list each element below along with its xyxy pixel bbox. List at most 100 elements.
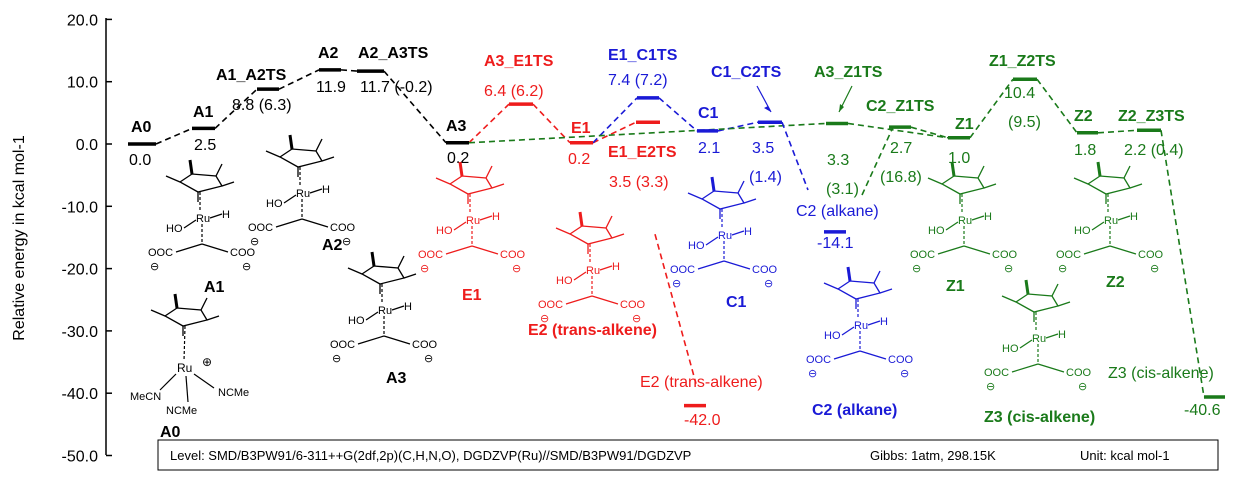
value-C1_C2TS-1: 3.5 xyxy=(752,140,774,157)
label-Z1: Z1 xyxy=(955,116,974,133)
bond xyxy=(1117,215,1131,221)
cp-ring-C2 xyxy=(823,266,893,309)
value-A1_A2TS: 8.8 (6.3) xyxy=(232,97,292,114)
bond xyxy=(453,221,467,231)
cp-ring-E2 xyxy=(555,211,625,254)
atom-label: ⊖ xyxy=(986,381,995,393)
path-C2-C2_Z1TS xyxy=(861,126,894,196)
bond xyxy=(201,243,229,253)
molecule-label-A2: A2 xyxy=(322,237,343,254)
atom-label: OOC xyxy=(670,264,695,276)
label-Z2_Z3TS: Z2_Z3TS xyxy=(1118,108,1185,125)
value-A2: 11.9 xyxy=(316,79,346,96)
cp-ring-A2 xyxy=(265,134,335,177)
footer-box xyxy=(157,439,1219,471)
value-Z2: 1.8 xyxy=(1074,142,1096,159)
label-E1: E1 xyxy=(571,120,591,137)
atom-label: H xyxy=(492,211,500,223)
atom-label: ⊖ xyxy=(540,313,549,325)
value-C2_Z1TS-2: (16.8) xyxy=(880,169,922,186)
atom-label: ⊖ xyxy=(332,353,341,365)
bond xyxy=(833,350,861,360)
label-A2: A2 xyxy=(318,45,339,62)
atom-label: ⊖ xyxy=(242,261,251,273)
label-A1_A2TS: A1_A2TS xyxy=(216,67,287,84)
atom-label: ⊖ xyxy=(900,368,909,380)
atom-label: ⊖ xyxy=(150,261,159,273)
atom-label: ⊖ xyxy=(512,263,521,275)
path-A2_A3TS-A3 xyxy=(383,70,447,144)
bond xyxy=(1091,221,1105,231)
atom-label: ⊖ xyxy=(764,278,773,290)
ru-atom: Ru xyxy=(718,230,732,242)
bond xyxy=(859,350,887,360)
path-A1_A2TS-A2 xyxy=(278,69,320,90)
atom-label: H xyxy=(984,211,992,223)
path-Z2_Z3TS-Z3 xyxy=(1160,130,1205,398)
pointer-arrows xyxy=(756,85,853,113)
atom-label: ⊖ xyxy=(250,236,259,248)
atom-label: ⊖ xyxy=(672,278,681,290)
atom-label: COO xyxy=(752,264,778,276)
bond xyxy=(471,245,499,255)
label-Z2: Z2 xyxy=(1074,108,1093,125)
value-E2: -42.0 xyxy=(684,412,721,429)
ru-atom: Ru xyxy=(196,213,210,225)
atom-label: ⊖ xyxy=(1150,263,1159,275)
atom-label: NCMe xyxy=(166,405,197,417)
molecule-label-Z1: Z1 xyxy=(946,278,965,295)
ru-atom: Ru xyxy=(1032,333,1046,345)
atom-label: HO xyxy=(556,275,573,287)
atom-label: COO xyxy=(992,249,1018,261)
cp-ring-A0 xyxy=(150,293,220,336)
ru-atom: Ru xyxy=(854,320,868,332)
label-A3_Z1TS: A3_Z1TS xyxy=(814,64,883,81)
path-C1_C2TS-C2 xyxy=(781,121,809,191)
bond xyxy=(283,194,297,204)
label-C1_C2TS: C1_C2TS xyxy=(711,64,782,81)
bond xyxy=(175,243,203,253)
cp-ring-A1 xyxy=(165,159,235,202)
molecule-label-A0: A0 xyxy=(160,424,181,441)
bond xyxy=(183,325,186,362)
y-tick-label: 20.0 xyxy=(67,12,98,29)
path-Z2-Z2_Z3TS xyxy=(1097,129,1138,134)
y-axis-ticks: 20.010.00.0-10.0-20.0-30.0-40.0-50.0 xyxy=(62,12,112,466)
bond xyxy=(1011,363,1039,373)
y-tick-label: -30.0 xyxy=(62,324,99,341)
bond xyxy=(309,188,323,194)
bond xyxy=(1109,245,1137,255)
y-tick-label: -40.0 xyxy=(62,386,99,403)
label-A3: A3 xyxy=(446,118,467,135)
label-E1_E2TS: E1_E2TS xyxy=(608,144,677,161)
bond xyxy=(209,213,223,219)
y-axis: 20.010.00.0-10.0-20.0-30.0-40.0-50.0 Rel… xyxy=(11,12,112,466)
value-C1: 2.1 xyxy=(698,140,720,157)
atom-label: OOC xyxy=(806,354,831,366)
ru-atom: Ru xyxy=(378,305,392,317)
molecule-label-E2: E2 (trans-alkene) xyxy=(528,322,657,339)
path-A3-A3_E1TS xyxy=(468,103,510,144)
label-E2-level: E2 (trans-alkene) xyxy=(640,374,763,391)
atom-label: OOC xyxy=(910,249,935,261)
label-A1: A1 xyxy=(193,104,214,121)
atom-label: H xyxy=(880,316,888,328)
atom-label: H xyxy=(1058,329,1066,341)
bond xyxy=(565,295,593,305)
ru-atom: Ru xyxy=(586,265,600,277)
footer-gibbs: Gibbs: 1atm, 298.15K xyxy=(870,448,996,463)
y-tick-label: -20.0 xyxy=(62,262,99,279)
value-Z1_Z2TS-1: 10.4 xyxy=(1004,85,1035,102)
cp-ring-Z3 xyxy=(1001,279,1071,322)
bond xyxy=(945,221,959,231)
cp-ring-C1 xyxy=(687,176,757,219)
path-A0-A1 xyxy=(155,127,193,145)
atom-label: ⊖ xyxy=(424,353,433,365)
bond xyxy=(573,271,587,281)
bond xyxy=(365,311,379,321)
label-Z1_Z2TS: Z1_Z2TS xyxy=(989,53,1056,70)
bond xyxy=(1037,363,1065,373)
atom-label: HO xyxy=(266,198,283,210)
bond xyxy=(479,215,493,221)
bond xyxy=(183,219,197,229)
